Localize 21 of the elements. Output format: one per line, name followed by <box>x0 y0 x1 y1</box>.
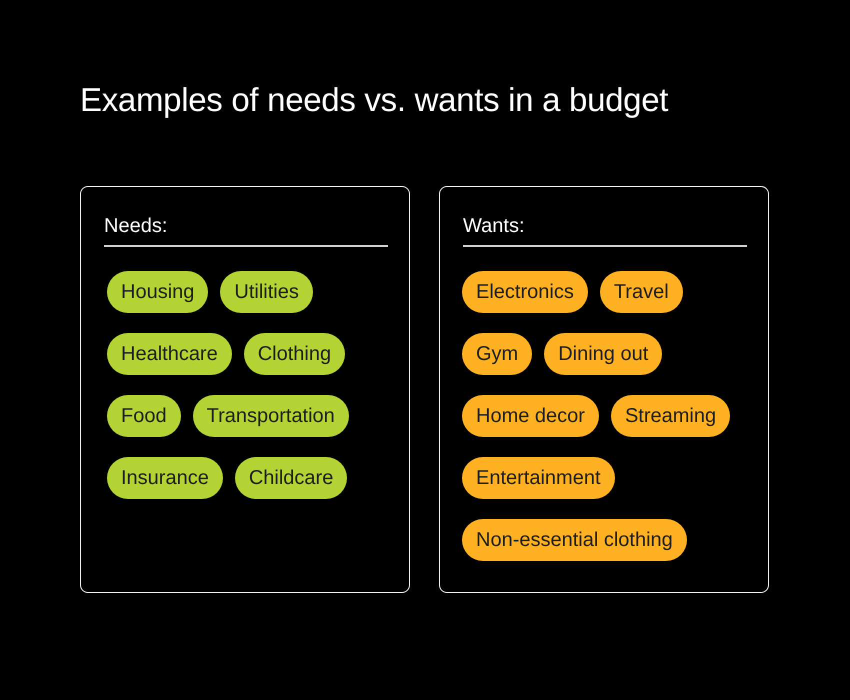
item-tag: Childcare <box>234 457 348 499</box>
category-panel <box>439 186 769 593</box>
item-tag: Healthcare <box>107 333 232 375</box>
item-tag: Non-essential clothing <box>462 519 687 561</box>
item-tag: Insurance <box>107 457 223 499</box>
item-tag: Dining out <box>544 333 662 375</box>
item-tag: Entertainment <box>462 457 615 499</box>
item-tag: Clothing <box>244 333 346 375</box>
item-tag: Utilities <box>220 271 313 313</box>
item-tag: Travel <box>600 271 683 313</box>
panel-heading: Needs: <box>104 214 168 238</box>
item-tag: Gym <box>462 333 532 375</box>
item-tag: Home decor <box>462 395 599 437</box>
item-tag: Food <box>107 395 181 437</box>
item-tag: Housing <box>107 271 208 313</box>
diagram-title: Examples of needs vs. wants in a budget <box>80 80 668 120</box>
category-panel <box>80 186 410 593</box>
item-tag: Transportation <box>192 395 349 437</box>
panel-heading: Wants: <box>463 214 524 238</box>
item-tag: Electronics <box>462 271 588 313</box>
item-tag: Streaming <box>610 395 730 437</box>
